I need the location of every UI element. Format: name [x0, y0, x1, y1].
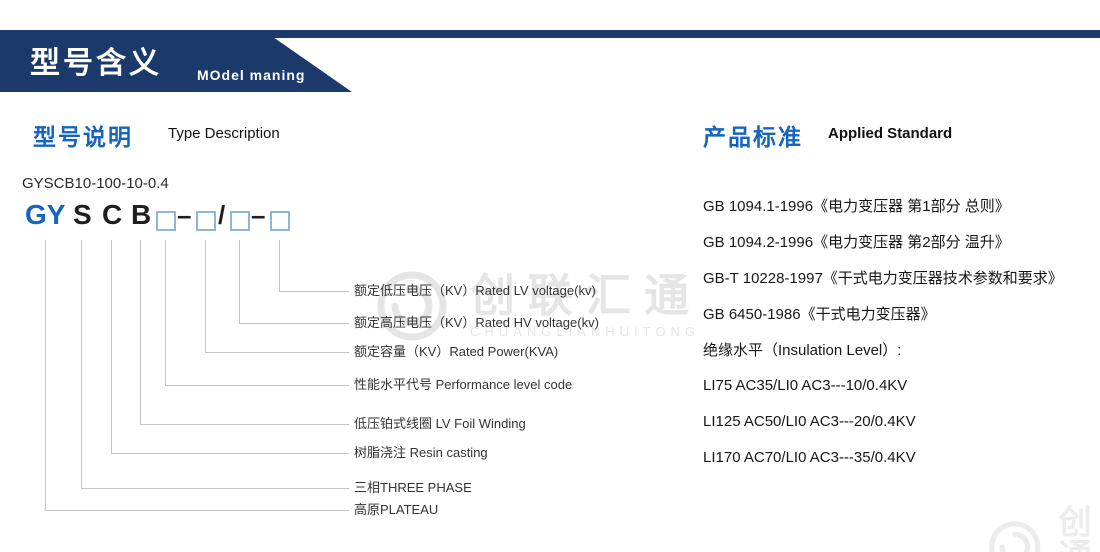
code-box-3 [230, 211, 250, 231]
label-rated-power: 额定容量（KV）Rated Power(KVA) [354, 344, 559, 359]
code-dash-1: – [177, 200, 192, 230]
code-slash: / [218, 200, 226, 230]
standard-item: GB 6450-1986《干式电力变压器》 [703, 305, 936, 323]
code-letter-c: C [102, 199, 123, 230]
code-letter-gy: GY [25, 199, 66, 230]
applied-standard-heading-zh: 产品标准 [703, 124, 803, 150]
label-three-phase: 三相THREE PHASE [354, 480, 472, 495]
watermark: 创联汇通 CHUANGLIANHUITONG [372, 266, 702, 346]
banner-subtitle: MOdel maning [197, 67, 306, 83]
company-logo-icon [377, 271, 447, 341]
applied-standard-heading-en: Applied Standard [828, 125, 953, 142]
type-description-heading-zh: 型号说明 [33, 124, 133, 150]
label-lv-foil-winding: 低压铂式线圈 LV Foil Winding [354, 416, 526, 431]
watermark-text: 创联汇通 CHUANGLIANHUITONG [470, 273, 702, 339]
label-resin-casting: 树脂浇注 Resin casting [354, 445, 488, 460]
code-box-1 [156, 211, 176, 231]
connector-line [165, 240, 349, 386]
connector-line [279, 240, 349, 292]
type-description-heading-en: Type Description [168, 125, 280, 142]
standard-item: GB 1094.1-1996《电力变压器 第1部分 总则》 [703, 197, 1010, 215]
connector-line [140, 240, 349, 425]
connector-line [205, 240, 349, 353]
code-dash-2: – [251, 200, 266, 230]
standard-item: GB-T 10228-1997《干式电力变压器技术参数和要求》 [703, 269, 1063, 287]
standard-item: LI75 AC35/LI0 AC3---10/0.4KV [703, 376, 908, 394]
standard-item: GB 1094.2-1996《电力变压器 第2部分 温升》 [703, 233, 1010, 251]
code-letter-b: B [131, 199, 152, 230]
watermark-text-zh: 创联汇通 [470, 270, 703, 321]
standard-item: LI170 AC70/LI0 AC3---35/0.4KV [703, 448, 916, 466]
connector-line [239, 240, 349, 324]
connector-line [45, 240, 349, 511]
connector-line [81, 240, 349, 489]
watermark-text-en: CHUANGLIANHUITONG [470, 324, 700, 339]
label-rated-lv-voltage: 额定低压电压（KV）Rated LV voltage(kv) [354, 283, 596, 298]
label-performance-level: 性能水平代号 Performance level code [354, 377, 573, 392]
code-box-4 [270, 211, 290, 231]
standards-list: GB 1094.1-1996《电力变压器 第1部分 总则》 GB 1094.2-… [703, 187, 1063, 475]
banner-title: 型号含义 [30, 47, 162, 80]
watermark-text-zh: 创联汇通 [1058, 502, 1100, 552]
code-letter-s: S [73, 199, 92, 230]
connector-line [111, 240, 349, 454]
model-example: GYSCB10-100-10-0.4 [22, 175, 169, 192]
label-plateau: 高原PLATEAU [354, 502, 439, 517]
standard-item: LI125 AC50/LI0 AC3---20/0.4KV [703, 412, 916, 430]
watermark-corner: 创联汇通 CHUANGLIANHUITONG [985, 505, 1100, 552]
code-box-2 [196, 211, 216, 231]
company-logo-icon [989, 520, 1041, 552]
standard-item-insulation-level: 绝缘水平（Insulation Level）: [703, 341, 902, 359]
label-rated-hv-voltage: 额定高压电压（KV）Rated HV voltage(kv) [354, 315, 599, 330]
banner-ribbon [0, 30, 1100, 38]
watermark-text: 创联汇通 CHUANGLIANHUITONG [1058, 505, 1100, 552]
